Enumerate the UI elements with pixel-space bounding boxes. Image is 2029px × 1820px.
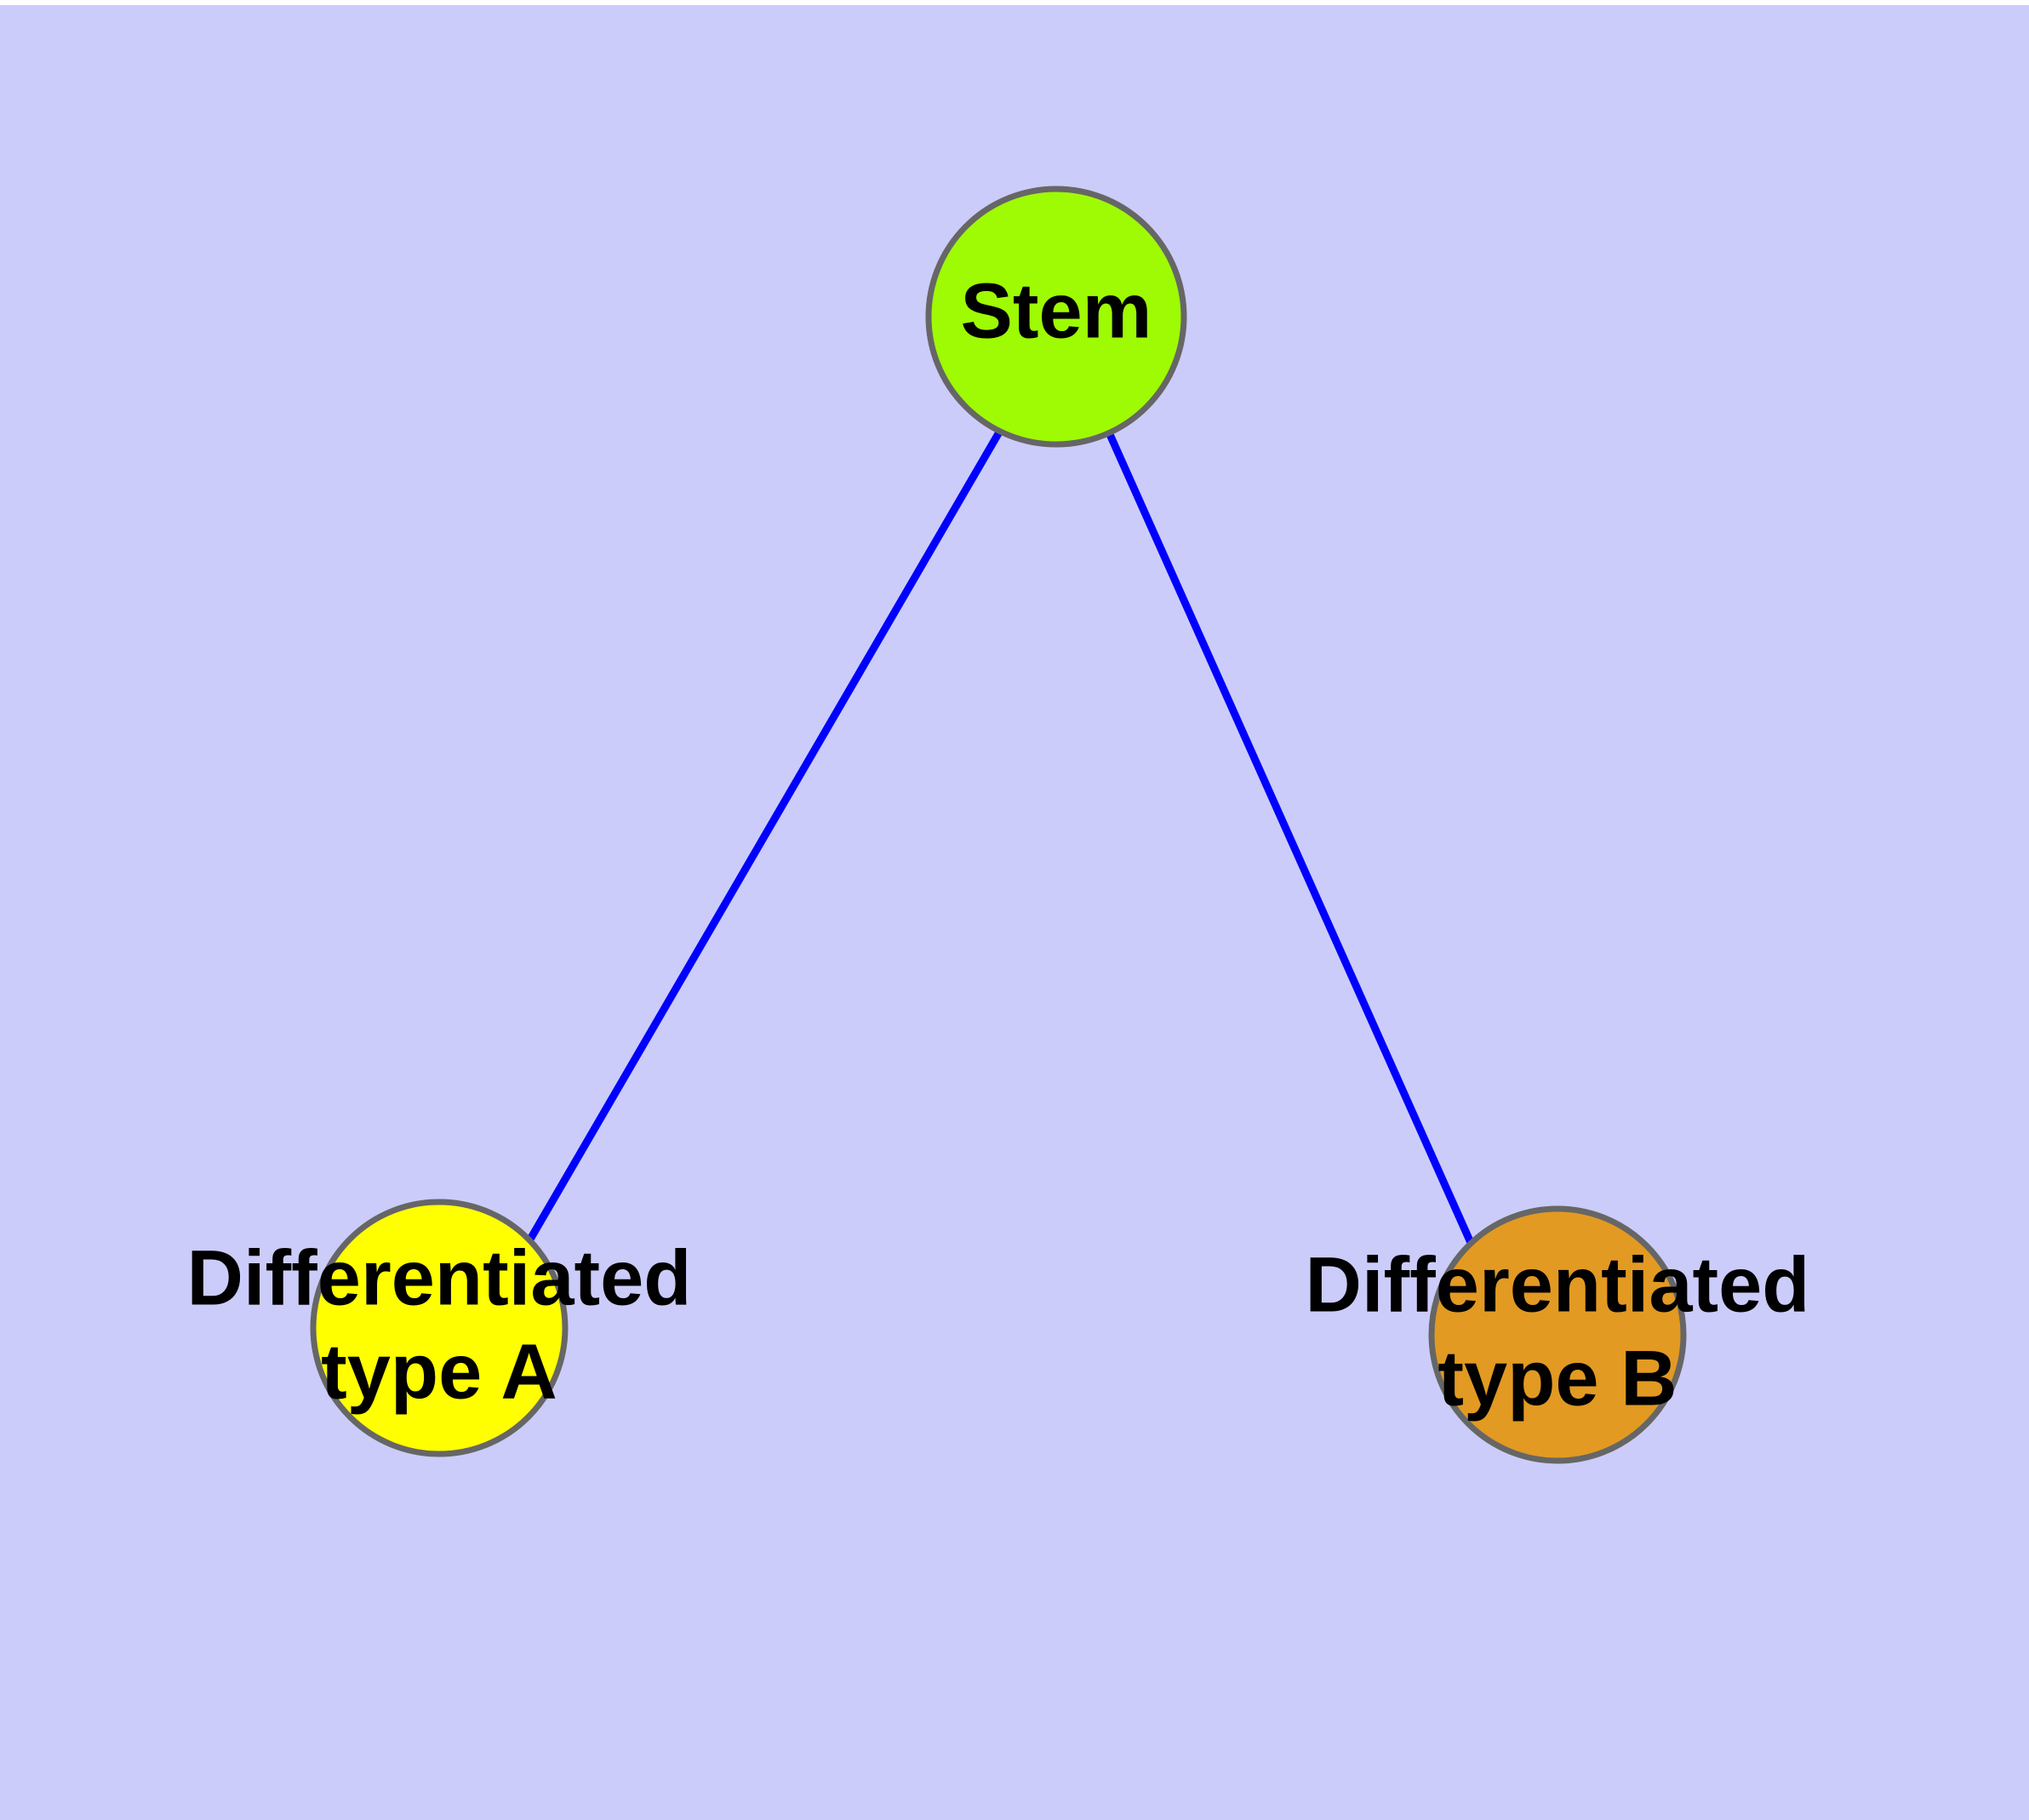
label-layer: Stem Differentiated type A Differentiate… xyxy=(187,267,1810,1422)
edge-stem-to-diff-b[interactable] xyxy=(1105,431,1479,1254)
node-diff-b-label-line2: type B xyxy=(1437,1335,1677,1422)
node-stem-circle[interactable] xyxy=(925,186,1187,448)
node-diff-a[interactable] xyxy=(310,1199,569,1457)
node-diff-a-label-line2: type A xyxy=(321,1328,557,1415)
node-diff-b[interactable] xyxy=(1428,1205,1687,1464)
edge-layer xyxy=(524,428,1479,1254)
node-stem-label-line1: Stem xyxy=(961,267,1152,354)
node-diff-a-label-line1: Differentiated xyxy=(187,1234,692,1321)
node-diff-a-circle[interactable] xyxy=(310,1199,569,1457)
node-stem[interactable] xyxy=(925,186,1187,448)
node-layer xyxy=(310,186,1687,1464)
node-diff-b-circle[interactable] xyxy=(1428,1205,1687,1464)
edge-stem-to-diff-a[interactable] xyxy=(524,428,1003,1246)
node-diff-b-label-line1: Differentiated xyxy=(1306,1241,1810,1328)
